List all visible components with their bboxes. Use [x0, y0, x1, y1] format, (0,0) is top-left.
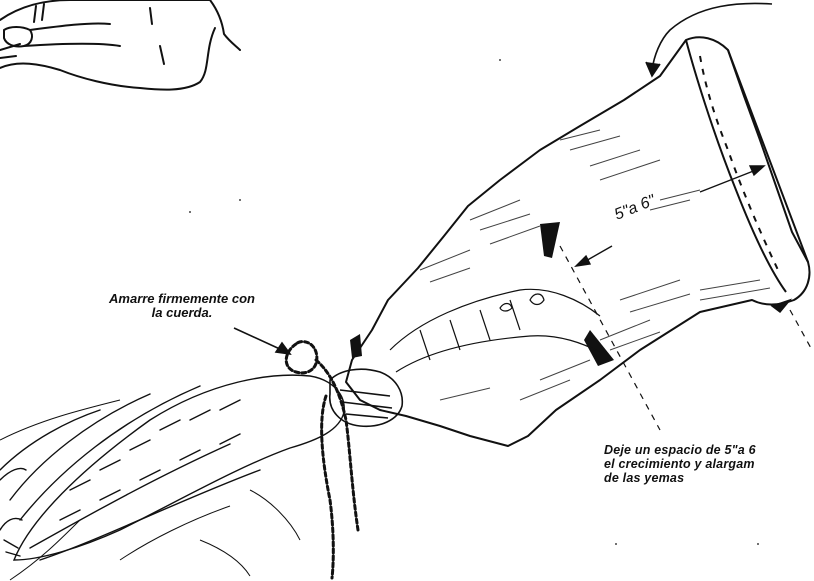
- corn-inside-bag: [390, 289, 600, 372]
- dark-folds: [350, 222, 614, 366]
- tie-label-line2: la cuerda.: [72, 306, 292, 320]
- space-label-line2: el crecimiento y alargam: [604, 458, 756, 472]
- paper-bag: [346, 37, 809, 446]
- space-instruction-label: Deje un espacio de 5"a 6 el crecimiento …: [604, 444, 756, 485]
- husk-strands: [0, 400, 300, 580]
- tie-label-line1: Amarre firmemente con: [72, 292, 292, 306]
- hand-drawing: [0, 0, 240, 90]
- tie-pointer-arrow: [234, 328, 290, 354]
- space-label-line3: de las yemas: [604, 472, 756, 486]
- corn-ear: [0, 375, 344, 560]
- space-label-line1: Deje un espacio de 5"a 6: [604, 444, 756, 458]
- fold-arrow: [646, 3, 772, 76]
- tie-instruction-label: Amarre firmemente con la cuerda.: [72, 292, 292, 321]
